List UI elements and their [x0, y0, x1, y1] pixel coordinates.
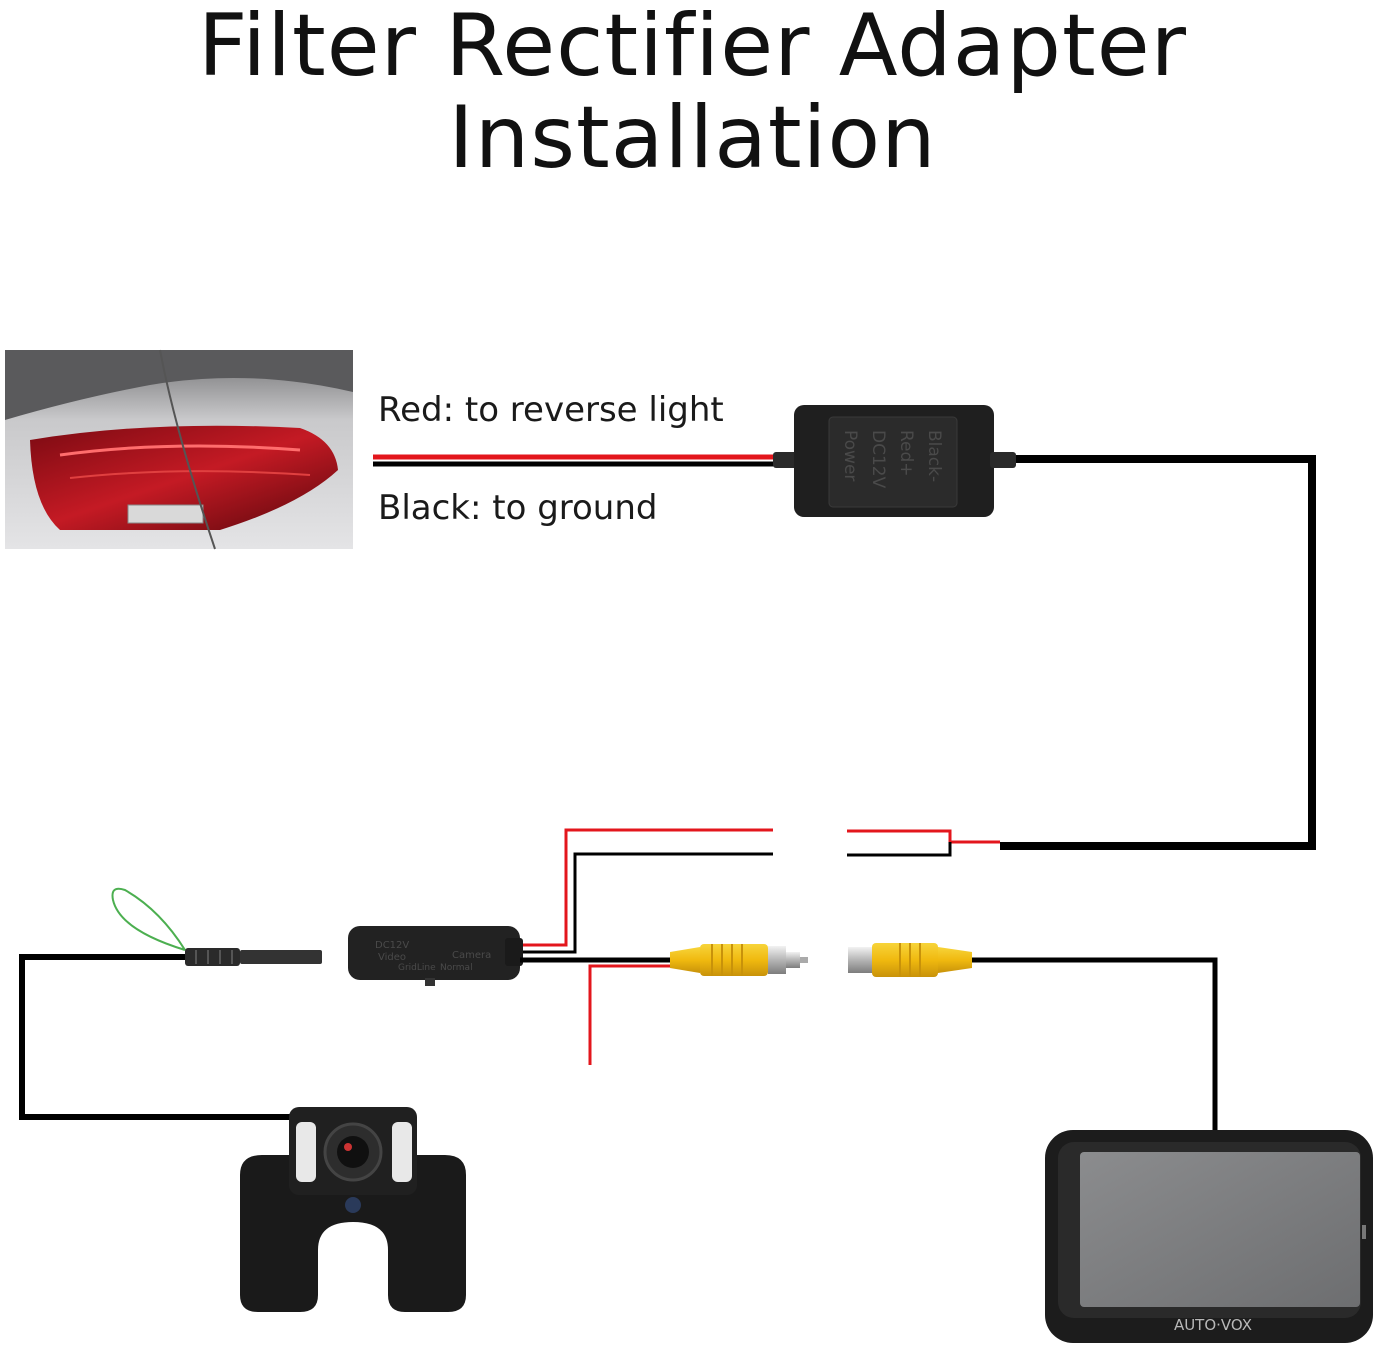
split-red-wire-left: [520, 828, 773, 947]
title-line-1: Filter Rectifier Adapter: [198, 0, 1187, 96]
rca-male-plug: [670, 944, 808, 976]
monitor: AUTO·VOX: [1045, 1130, 1373, 1343]
green-loop-wire: [111, 887, 186, 951]
adapter-text-power: Power: [840, 430, 860, 481]
split-red-wire-right: [847, 829, 1000, 844]
cable-box-text-gridline: GridLine: [398, 963, 436, 973]
red-wire-label: Red: to reverse light: [378, 390, 724, 430]
split-black-wire-right: [847, 842, 952, 857]
adapter-output-cable: [1000, 455, 1316, 850]
filter-rectifier-adapter: Power DC12V Red+ Black-: [794, 405, 1016, 517]
rca-female-plug: [848, 943, 972, 977]
cable-box-text-camera: Camera: [452, 950, 491, 961]
monitor-brand-label: AUTO·VOX: [1174, 1316, 1252, 1334]
car-taillight-photo: [5, 349, 353, 550]
camera-connector-plug: [185, 948, 322, 966]
cable-box-text-normal: Normal: [440, 963, 473, 973]
video-cable-right: [972, 957, 1218, 1130]
camera-cable-box: DC12V Video Camera GridLine Normal: [348, 926, 523, 986]
black-wire-label: Black: to ground: [378, 488, 658, 528]
red-trigger-wire: [588, 964, 672, 1065]
split-black-wire-left: [520, 852, 773, 954]
adapter-text-red: Red+: [896, 430, 916, 477]
adapter-text-black: Black-: [924, 430, 944, 482]
title-line-2: Installation: [448, 88, 937, 188]
cable-box-text-video: Video: [378, 952, 406, 963]
backup-camera: [240, 1107, 466, 1312]
cable-box-text-dc12v: DC12V: [375, 940, 409, 951]
camera-cable: [19, 954, 292, 1120]
adapter-text-dc12v: DC12V: [868, 430, 888, 489]
